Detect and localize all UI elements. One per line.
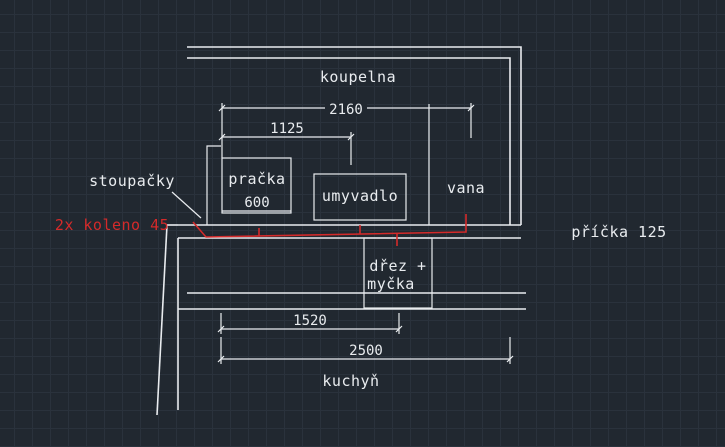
dimension-2160-label: 2160 <box>329 102 363 118</box>
drain-pipe[interactable] <box>192 214 467 246</box>
dimension-1520-label: 1520 <box>293 313 327 329</box>
kitchen-left-outer-wall <box>156 224 168 416</box>
tick <box>506 355 514 363</box>
bathroom-inner-wall <box>187 57 511 225</box>
washer-label: pračka <box>228 170 285 188</box>
dimension-2500: 2500 <box>217 337 514 364</box>
sink-label-line1: dřez + <box>369 257 426 275</box>
tick <box>217 325 225 333</box>
tick <box>467 104 475 112</box>
risers-label: stoupačky <box>89 172 175 190</box>
riser-shaft <box>206 145 221 225</box>
tick <box>218 104 226 112</box>
washbasin-outline[interactable] <box>313 173 407 221</box>
drain-pipe-line[interactable] <box>192 214 467 238</box>
dimension-600-label: 600 <box>244 195 269 211</box>
dimension-1125: 1125 <box>218 121 355 165</box>
partition-label: příčka 125 <box>571 223 666 241</box>
tick <box>217 355 225 363</box>
bathroom-label: koupelna <box>320 68 396 86</box>
dimension-1125-label: 1125 <box>270 121 304 137</box>
risers-leader <box>171 191 202 219</box>
bathroom-outer-wall <box>187 46 522 225</box>
dimension-1520: 1520 <box>217 313 403 334</box>
tick <box>218 133 226 141</box>
dimension-2500-label: 2500 <box>349 343 383 359</box>
washer-outline[interactable] <box>221 157 292 214</box>
tick <box>347 133 355 141</box>
walls <box>156 46 526 416</box>
tick <box>395 325 403 333</box>
dimension-600: 600 <box>222 195 291 212</box>
elbows-label: 2x koleno 45 <box>55 216 169 234</box>
washbasin-label: umyvadlo <box>322 187 398 205</box>
bathtub-label: vana <box>447 179 485 197</box>
bath-fixtures <box>206 104 433 309</box>
sink-dishwasher-outline[interactable] <box>363 237 433 309</box>
sink-label-line2: myčka <box>367 275 415 293</box>
dimension-2160: 2160 <box>218 100 475 158</box>
kitchen-label: kuchyň <box>322 372 379 390</box>
